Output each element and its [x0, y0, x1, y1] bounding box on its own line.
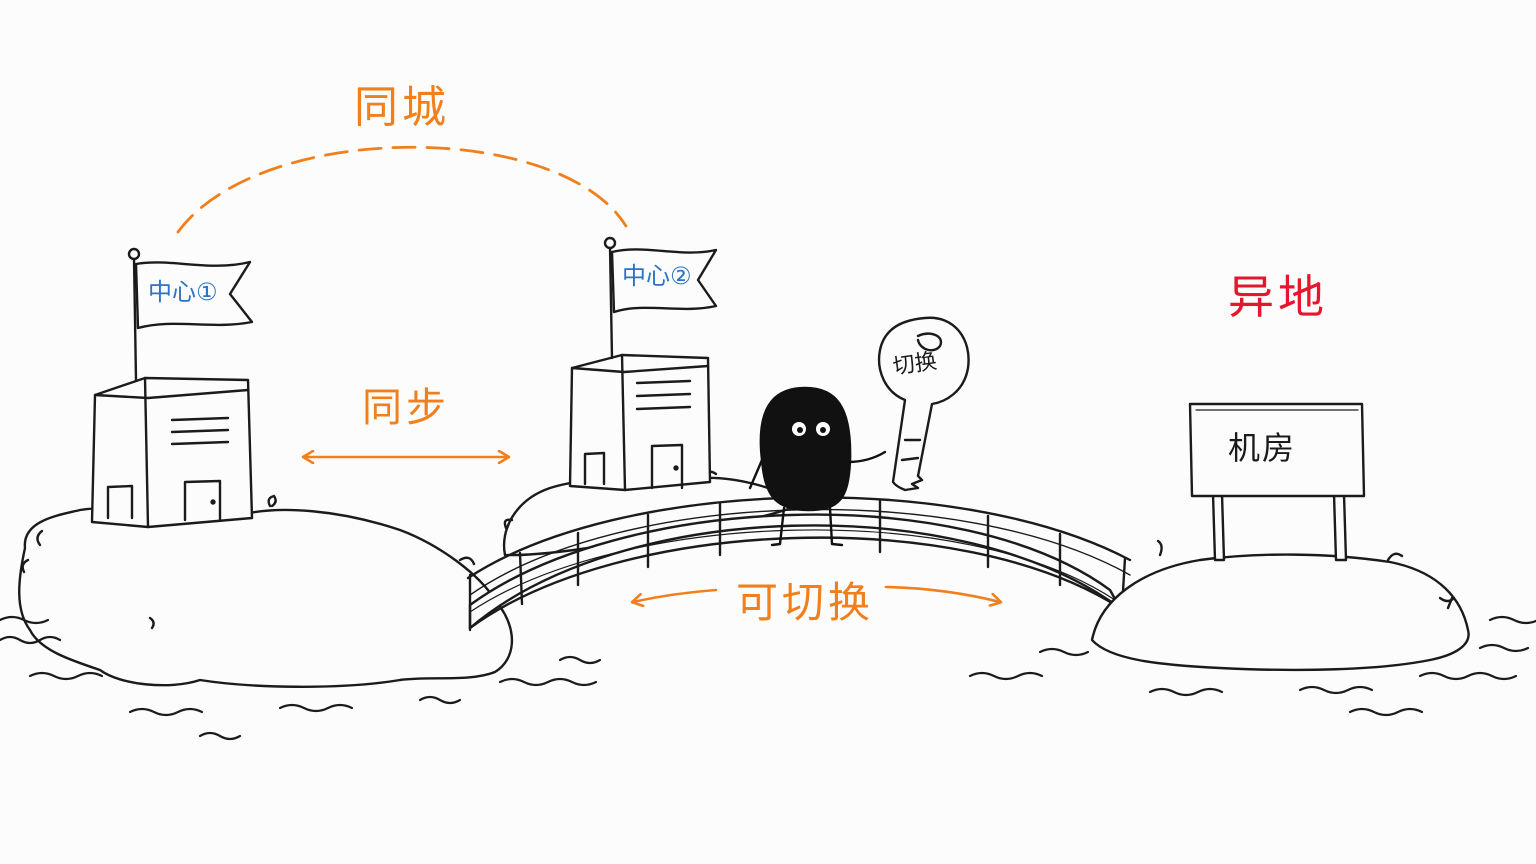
building-1-icon [90, 376, 254, 529]
key-label: 切换 [891, 349, 939, 380]
key-icon [877, 316, 970, 492]
switchable-label: 可切换 [736, 578, 875, 627]
remote-label: 异地 [1228, 270, 1328, 324]
flag-1-icon [127, 247, 254, 382]
left-water-icon [0, 615, 602, 741]
flag-2-icon [603, 236, 718, 360]
switch-arrow-left [633, 588, 718, 602]
flag-1-label: 中心① [148, 278, 218, 306]
left-island-icon [18, 494, 514, 688]
character-icon [748, 386, 887, 547]
switch-arrow-right [884, 585, 1000, 602]
building-2-icon [568, 353, 712, 492]
sync-label: 同步 [362, 385, 450, 431]
data-room-label: 机房 [1228, 429, 1297, 467]
sign-icon [1188, 402, 1366, 562]
right-island-icon [1090, 539, 1470, 672]
flag-2-label: 中心② [622, 262, 692, 290]
same-city-dashed-arc [176, 145, 628, 234]
right-water-icon [968, 615, 1536, 717]
bridge-icon [466, 496, 1132, 632]
same-city-label: 同城 [354, 82, 450, 133]
